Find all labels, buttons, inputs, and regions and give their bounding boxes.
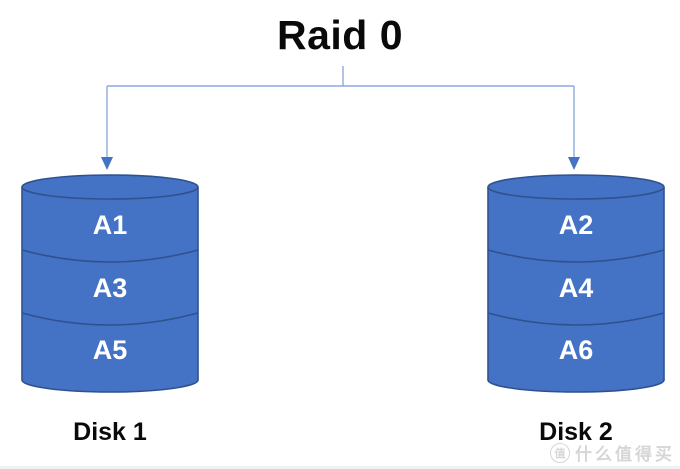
diagram-title: Raid 0 [276,12,404,58]
disk2-block-a2: A2 [558,210,594,240]
disk1-cylinder [21,174,199,393]
disk2-top-ellipse [487,174,665,200]
disk2-block-a4: A4 [558,273,594,303]
watermark: 值 什么值得买 [550,440,675,465]
disk2-block-a6: A6 [558,335,594,365]
disk2-body [488,187,664,380]
disk2-cylinder [487,174,665,393]
disk2-divider-1 [487,249,665,263]
disk2-divider-2 [487,312,665,326]
disk1-body [22,187,198,380]
watermark-text: 什么值得买 [575,445,675,464]
disk1-block-a5: A5 [92,335,128,365]
disk1-top-ellipse [21,174,199,200]
arrowhead-right-icon [568,157,580,170]
disk1-divider-1 [21,249,199,263]
disk1-block-a3: A3 [92,273,128,303]
disk2-label: Disk 2 [539,418,613,446]
disk1-block-a1: A1 [92,210,128,240]
arrowhead-left-icon [101,157,113,170]
connector-lines [101,66,580,170]
bottom-edge-divider [0,466,680,469]
disk1-label: Disk 1 [73,418,147,446]
smzdm-logo-icon: 值 [550,442,570,463]
disk1-divider-2 [21,312,199,326]
